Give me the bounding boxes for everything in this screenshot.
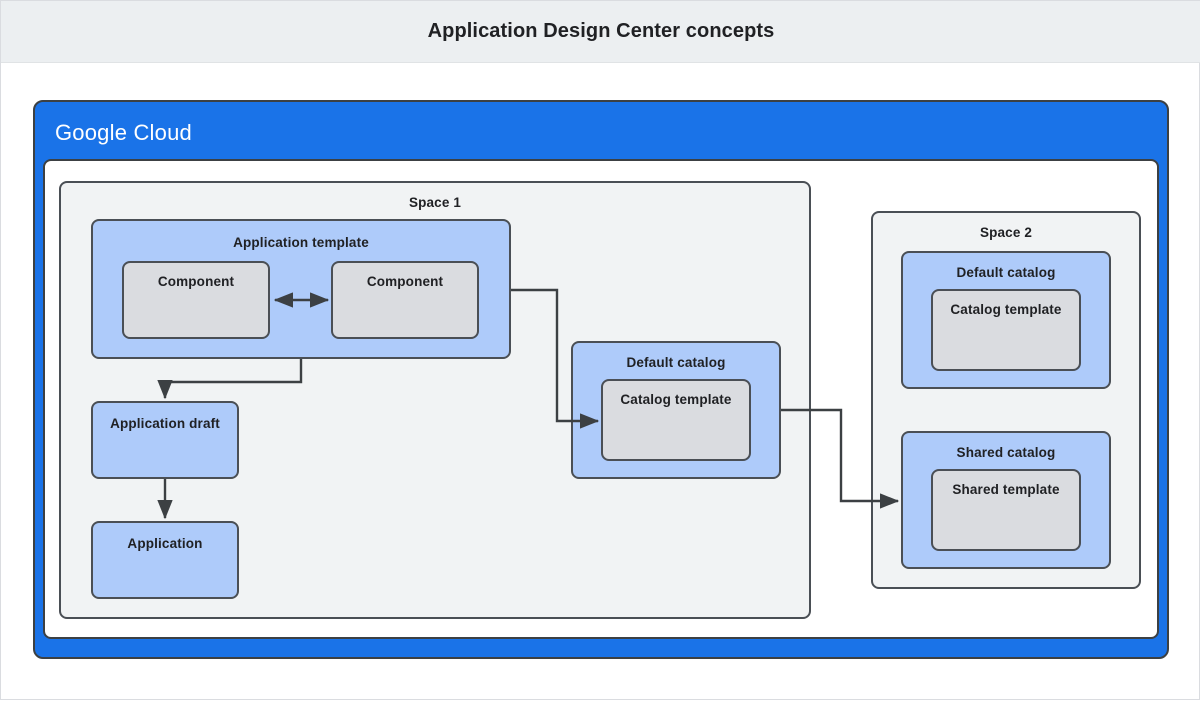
space-2-label: Space 2 xyxy=(979,225,1033,240)
space-1-label: Space 1 xyxy=(408,195,462,210)
shared-catalog-label: Shared catalog xyxy=(956,445,1056,460)
component-left-label: Component xyxy=(157,274,235,289)
shared-template-label: Shared template xyxy=(952,482,1060,497)
application-draft-label: Application draft xyxy=(110,416,220,431)
space-2-catalog-template-box[interactable]: Catalog template xyxy=(931,289,1081,371)
space-1-catalog-template-box[interactable]: Catalog template xyxy=(601,379,751,461)
component-left-box[interactable]: Component xyxy=(122,261,270,339)
google-cloud-logo: Google Cloud xyxy=(55,120,192,146)
application-box[interactable]: Application xyxy=(91,521,239,599)
google-cloud-logo-cloud: Cloud xyxy=(133,120,192,145)
space-1-default-catalog-label: Default catalog xyxy=(626,355,726,370)
space-2-catalog-template-label: Catalog template xyxy=(950,302,1062,317)
space-1-catalog-template-label: Catalog template xyxy=(620,392,732,407)
application-label: Application xyxy=(127,536,203,551)
application-draft-box[interactable]: Application draft xyxy=(91,401,239,479)
space-2-default-catalog-label: Default catalog xyxy=(956,265,1056,280)
component-right-label: Component xyxy=(366,274,444,289)
google-cloud-logo-google: Google xyxy=(55,120,128,145)
application-template-label: Application template xyxy=(233,235,369,250)
header-band: Application Design Center concepts xyxy=(1,1,1200,63)
shared-template-box[interactable]: Shared template xyxy=(931,469,1081,551)
component-right-box[interactable]: Component xyxy=(331,261,479,339)
page-title: Application Design Center concepts xyxy=(427,20,775,42)
